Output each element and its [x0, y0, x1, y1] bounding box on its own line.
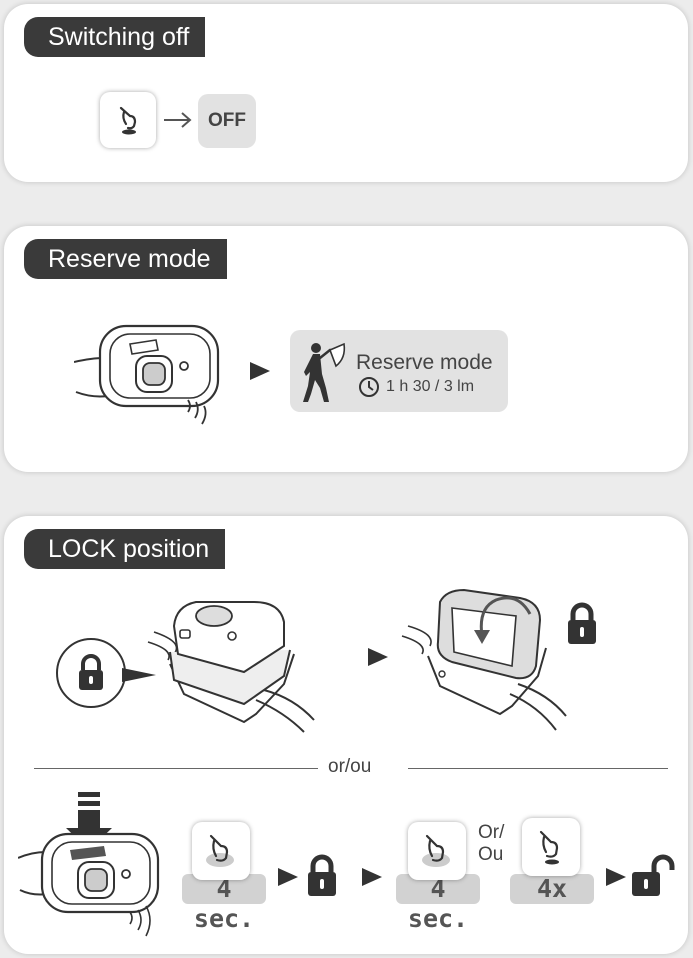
- switching-off-card: Switching off OFF: [4, 4, 688, 182]
- pointer-arrow-icon: [362, 868, 382, 886]
- vibration-icon: [187, 399, 207, 425]
- clock-icon: [359, 377, 379, 397]
- divider-right: [408, 768, 668, 769]
- unlock-icon: [632, 854, 675, 896]
- reserve-mode-label: Reserve mode: [356, 351, 493, 374]
- off-state-box: OFF: [198, 94, 256, 148]
- lock-icon: [79, 654, 103, 690]
- second-hold-duration: 4 sec.: [396, 874, 480, 933]
- headlamp-unlocked-illustration: [147, 601, 315, 733]
- arrow-right-icon: [164, 112, 192, 128]
- alt-text-or: Or/: [478, 822, 505, 843]
- section-title-reserve-mode: Reserve mode: [24, 239, 227, 279]
- walking-man-icon: [303, 342, 346, 402]
- section-title-lock-position: LOCK position: [24, 529, 226, 569]
- press-finger-icon: [206, 834, 234, 867]
- press-finger-icon: [119, 106, 137, 135]
- reserve-mode-card: Reserve mode Reserve mode 1 h 30 / 3 lm: [4, 226, 688, 472]
- headlamp-locked-illustration: [401, 588, 567, 731]
- off-label: OFF: [208, 110, 246, 131]
- or-separator-label: or/ou: [328, 756, 372, 777]
- pointer-arrow-icon: [368, 648, 388, 666]
- reserve-mode-info-box: Reserve mode 1 h 30 / 3 lm: [290, 330, 508, 412]
- headlamp-icon: [74, 324, 220, 408]
- divider-left: [34, 768, 318, 769]
- badge-pointer: [122, 668, 156, 682]
- section-title-switching-off: Switching off: [24, 17, 206, 57]
- reserve-duration: 1 h 30 / 3 lm: [386, 378, 475, 395]
- lock-position-card: LOCK position: [4, 516, 688, 954]
- headlamp-press-illustration: [18, 792, 160, 937]
- pointer-arrow-icon: [250, 362, 270, 380]
- press-count-label: 4x: [510, 874, 594, 904]
- lock-badge: [56, 638, 126, 708]
- press-finger-icon: [539, 830, 559, 865]
- second-hold-button-box: [408, 822, 466, 880]
- lock-icon: [308, 854, 336, 896]
- press-count-button-box: [522, 818, 580, 876]
- press-button-box: [100, 92, 156, 148]
- first-hold-button-box: [192, 822, 250, 880]
- alt-text-ou: Ou: [478, 844, 504, 865]
- press-finger-icon: [422, 834, 450, 867]
- lock-icon: [568, 602, 596, 644]
- pointer-arrow-icon: [606, 868, 626, 886]
- pointer-arrow-icon: [278, 868, 298, 886]
